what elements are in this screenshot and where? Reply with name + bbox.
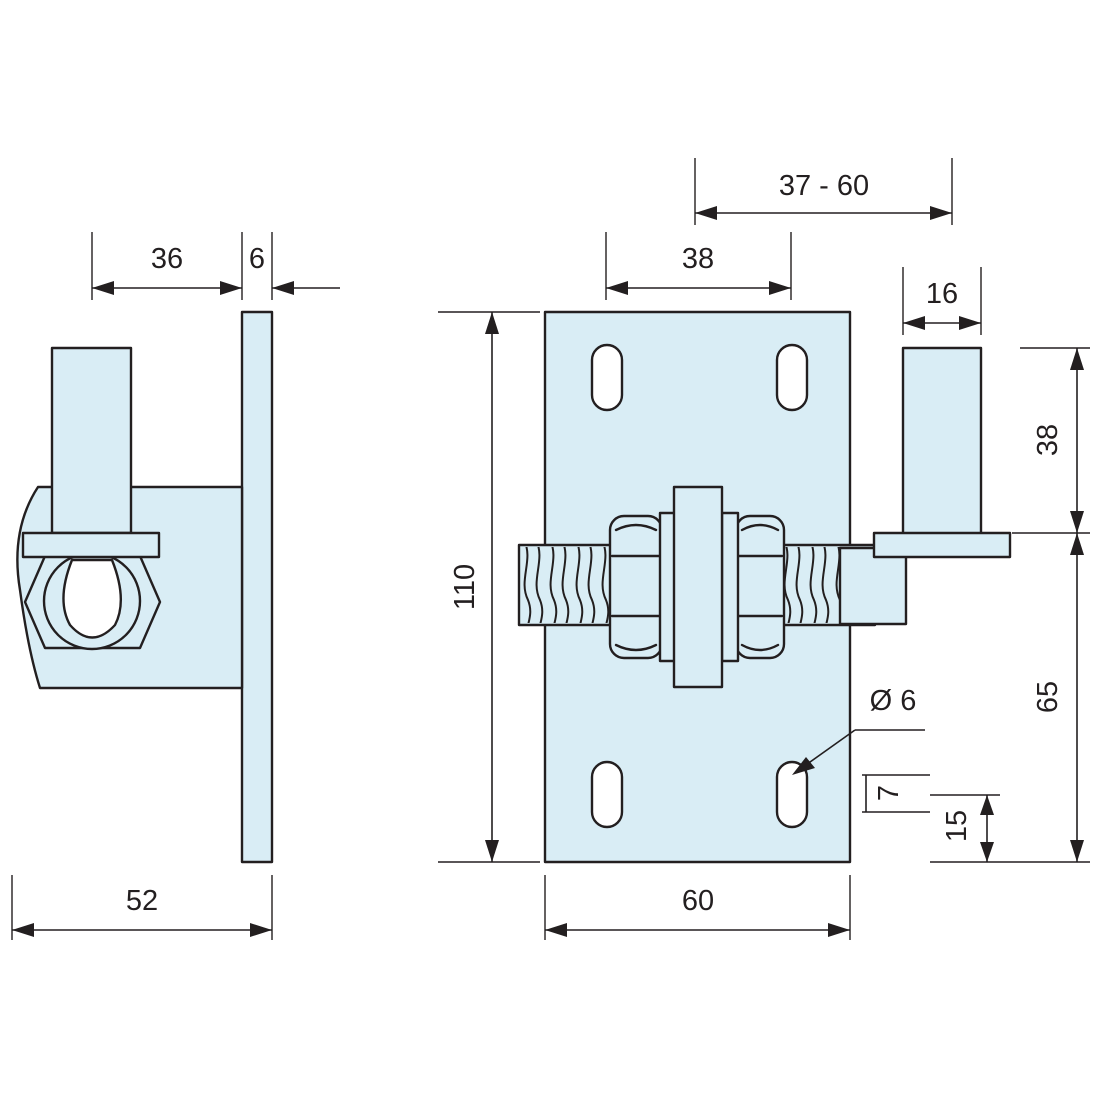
- dim-label-slot-edge: 15: [941, 810, 973, 842]
- dim-label-pin-to-bottom: 65: [1032, 681, 1064, 713]
- front-nut-right: [734, 514, 786, 660]
- side-hook-pin: [50, 346, 133, 535]
- dim-label-plate-height: 110: [449, 564, 481, 610]
- threaded-rod-left-thread: [521, 547, 613, 623]
- front-view: [517, 310, 1012, 864]
- dim-label-side-total-depth: 52: [126, 885, 158, 917]
- side-ring-opening: [62, 558, 123, 639]
- dim-label-adjust-range: 37 - 60: [779, 170, 869, 202]
- dim-label-pin-width: 16: [926, 278, 958, 310]
- dimension-labels: 36 6 52 37 - 60 38 16 60 Ø 6 110 38 65 7…: [126, 170, 1064, 917]
- front-washer-right: [720, 511, 740, 663]
- mounting-slot-bottom-right: [775, 760, 809, 829]
- dim-label-pin-height: 38: [1032, 424, 1064, 456]
- mounting-slot-top-right: [775, 343, 809, 412]
- side-wall-plate: [240, 310, 274, 864]
- front-center-block: [672, 485, 724, 689]
- hinge-pin-vertical: [901, 346, 983, 536]
- front-nut-left: [608, 514, 664, 660]
- mounting-slot-top-left: [590, 343, 624, 412]
- dim-label-side-hook-offset: 36: [151, 243, 183, 275]
- side-collar-bar: [21, 531, 161, 559]
- dim-label-hole-diameter: Ø 6: [870, 685, 917, 717]
- mounting-slot-bottom-left: [590, 760, 624, 829]
- dim-label-plate-width: 60: [682, 885, 714, 917]
- dim-label-slot-width: 7: [873, 785, 905, 801]
- hinge-pin-collar: [872, 531, 1012, 559]
- dim-label-side-plate-thickness: 6: [249, 243, 265, 275]
- dimension-lines: [11, 158, 1090, 940]
- hinge-pin-arm: [838, 546, 908, 626]
- side-view: [16, 310, 274, 864]
- dim-label-hole-spacing: 38: [682, 243, 714, 275]
